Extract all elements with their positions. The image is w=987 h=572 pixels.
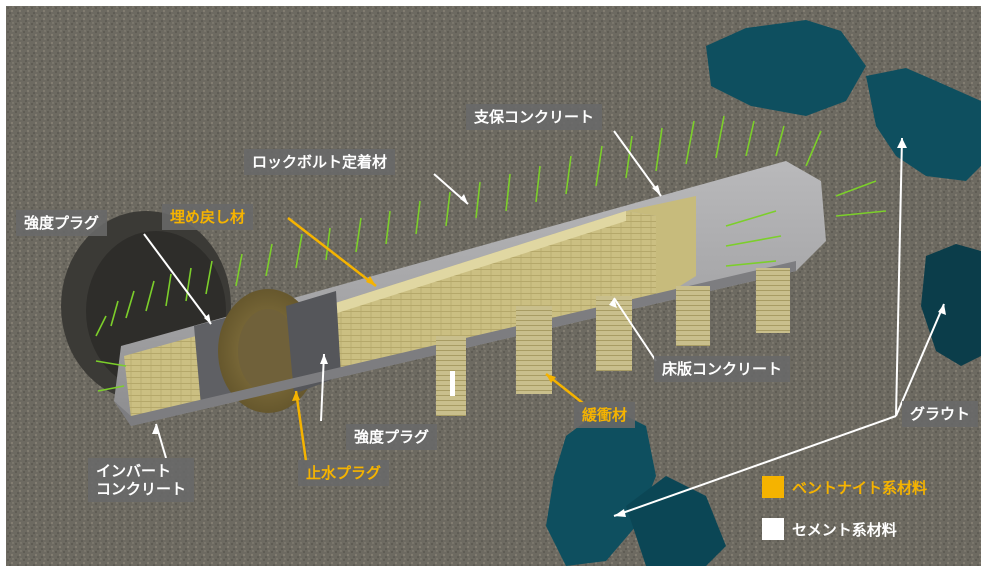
legend-swatch-bentonite xyxy=(762,476,784,498)
label-invert-line1: インバート xyxy=(96,462,172,480)
label-buffer: 緩衝材 xyxy=(574,402,636,428)
orange-arrowheads xyxy=(292,276,556,401)
legend-label-bentonite: ベントナイト系材料 xyxy=(792,478,928,497)
label-backfill: 埋め戻し材 xyxy=(162,204,254,230)
label-invert-concrete: インバート コンクリート xyxy=(88,458,195,502)
label-strength-plug-bottom: 強度プラグ xyxy=(346,424,438,450)
repository-tunnel-scene: 支保コンクリート ロックボルト定着材 強度プラグ 埋め戻し材 床版コンクリート … xyxy=(6,6,981,566)
label-strength-plug-top: 強度プラグ xyxy=(16,210,108,236)
label-rockbolt-anchor: ロックボルト定着材 xyxy=(244,149,396,175)
buffer-pillars xyxy=(436,268,790,416)
legend-swatch-cement xyxy=(762,518,784,540)
label-water-stop-plug: 止水プラグ xyxy=(298,460,390,486)
legend-bentonite: ベントナイト系材料 xyxy=(762,476,927,498)
arrowheads xyxy=(152,138,946,517)
legend-label-cement: セメント系材料 xyxy=(792,520,897,539)
scene-illustration xyxy=(6,6,981,566)
rock-bolts xyxy=(95,115,887,392)
label-floor-slab-concrete: 床版コンクリート xyxy=(654,356,791,382)
label-support-concrete: 支保コンクリート xyxy=(466,104,603,130)
label-grout: グラウト xyxy=(902,401,979,427)
legend-cement: セメント系材料 xyxy=(762,518,897,540)
grout-regions xyxy=(546,20,981,566)
label-invert-line2: コンクリート xyxy=(96,480,187,498)
